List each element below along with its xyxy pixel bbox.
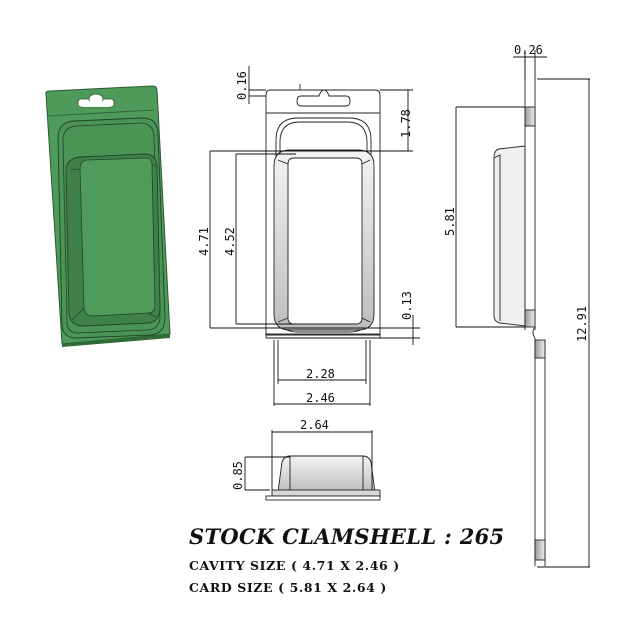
dim-0-13: 0.13 bbox=[400, 291, 414, 320]
dim-5-81: 5.81 bbox=[443, 207, 457, 236]
dim-4-52: 4.52 bbox=[223, 227, 237, 256]
front-view-dimensions bbox=[209, 66, 420, 406]
dim-2-28: 2.28 bbox=[306, 367, 335, 381]
cavity-size-label: CAVITY SIZE ( 4.71 X 2.46 ) bbox=[189, 558, 400, 573]
bottom-view bbox=[265, 455, 381, 501]
product-title: STOCK CLAMSHELL : 265 bbox=[189, 524, 505, 549]
dim-12-91: 12.91 bbox=[575, 306, 589, 342]
front-view bbox=[249, 84, 381, 339]
dim-0-26: 0.26 bbox=[514, 43, 543, 57]
dim-4-71: 4.71 bbox=[197, 227, 211, 256]
dim-2-46: 2.46 bbox=[306, 391, 335, 405]
bottom-view-dimensions bbox=[244, 430, 373, 491]
isometric-3d-view bbox=[45, 85, 171, 347]
side-view bbox=[493, 56, 546, 566]
dim-0-16: 0.16 bbox=[235, 71, 249, 100]
dim-1-78: 1.78 bbox=[399, 109, 413, 138]
side-view-dimensions bbox=[455, 50, 590, 568]
dim-0-85: 0.85 bbox=[231, 461, 245, 490]
dim-2-64: 2.64 bbox=[300, 418, 329, 432]
card-size-label: CARD SIZE ( 5.81 X 2.64 ) bbox=[189, 580, 387, 595]
